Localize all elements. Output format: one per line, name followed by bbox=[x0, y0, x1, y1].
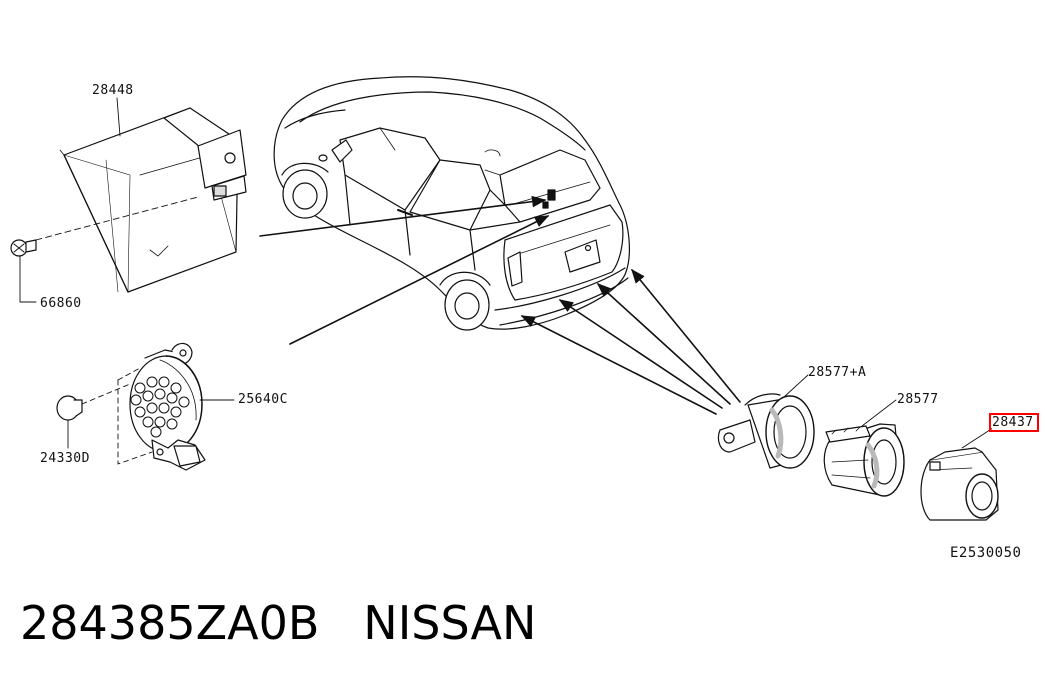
callout-28437-highlighted: 28437 bbox=[989, 413, 1039, 432]
callout-28577a: 28577+A bbox=[808, 365, 867, 380]
callout-25640c: 25640C bbox=[238, 392, 288, 407]
bracket-28577 bbox=[824, 400, 904, 496]
callout-28577: 28577 bbox=[897, 392, 939, 407]
location-arrows bbox=[260, 195, 740, 414]
clip-24330d bbox=[57, 384, 130, 448]
buzzer-25640c bbox=[118, 343, 234, 470]
callout-28448: 28448 bbox=[92, 83, 134, 98]
part-number: 284385ZA0B bbox=[20, 596, 320, 650]
control-unit-28448 bbox=[36, 98, 246, 292]
part-caption: 284385ZA0B NISSAN bbox=[20, 600, 536, 646]
callout-24330d: 24330D bbox=[40, 451, 90, 466]
callout-66860: 66860 bbox=[40, 296, 82, 311]
brand-name: NISSAN bbox=[363, 596, 537, 650]
sensor-28437 bbox=[921, 426, 998, 520]
figure-code: E2530050 bbox=[950, 545, 1022, 561]
screw-66860 bbox=[11, 240, 36, 302]
car-illustration bbox=[274, 77, 629, 330]
bracket-28577a bbox=[718, 375, 814, 468]
